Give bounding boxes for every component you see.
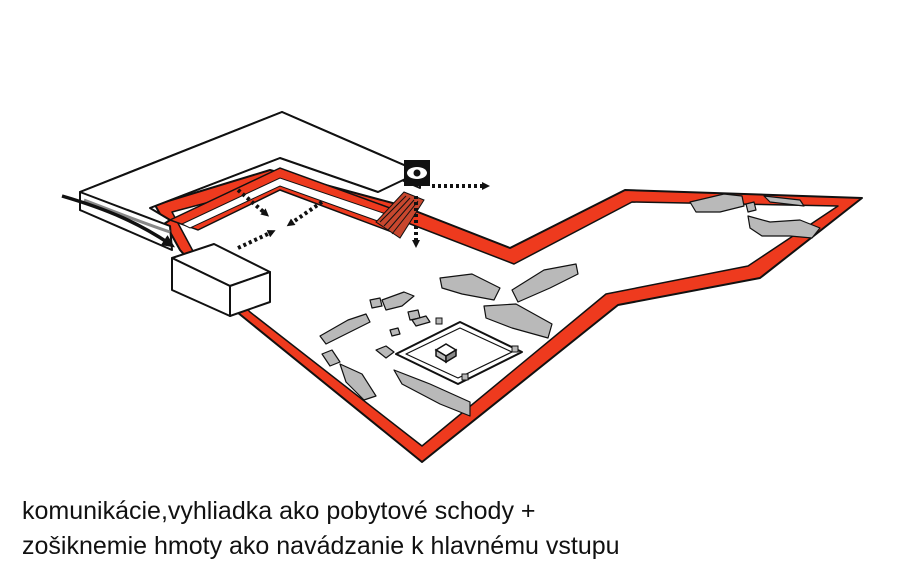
central-ruin-block bbox=[434, 343, 458, 364]
circulation-arrows bbox=[236, 182, 490, 250]
entrance-block bbox=[171, 243, 271, 317]
seating-steps bbox=[375, 191, 425, 239]
eye-icon bbox=[404, 160, 430, 186]
enclosure-markers bbox=[435, 317, 519, 381]
site-axonometric-diagram bbox=[61, 111, 863, 463]
ruins bbox=[319, 193, 821, 417]
caption-line-2: zošiknemie hmoty ako navádzanie k hlavné… bbox=[22, 532, 620, 560]
caption-line-1: komunikácie,vyhliadka ako pobytové schod… bbox=[22, 497, 536, 525]
arrow-icon bbox=[236, 188, 270, 217]
arrow-icon bbox=[286, 200, 324, 227]
arrow-icon bbox=[237, 230, 276, 250]
entrance-arrow bbox=[61, 194, 175, 248]
